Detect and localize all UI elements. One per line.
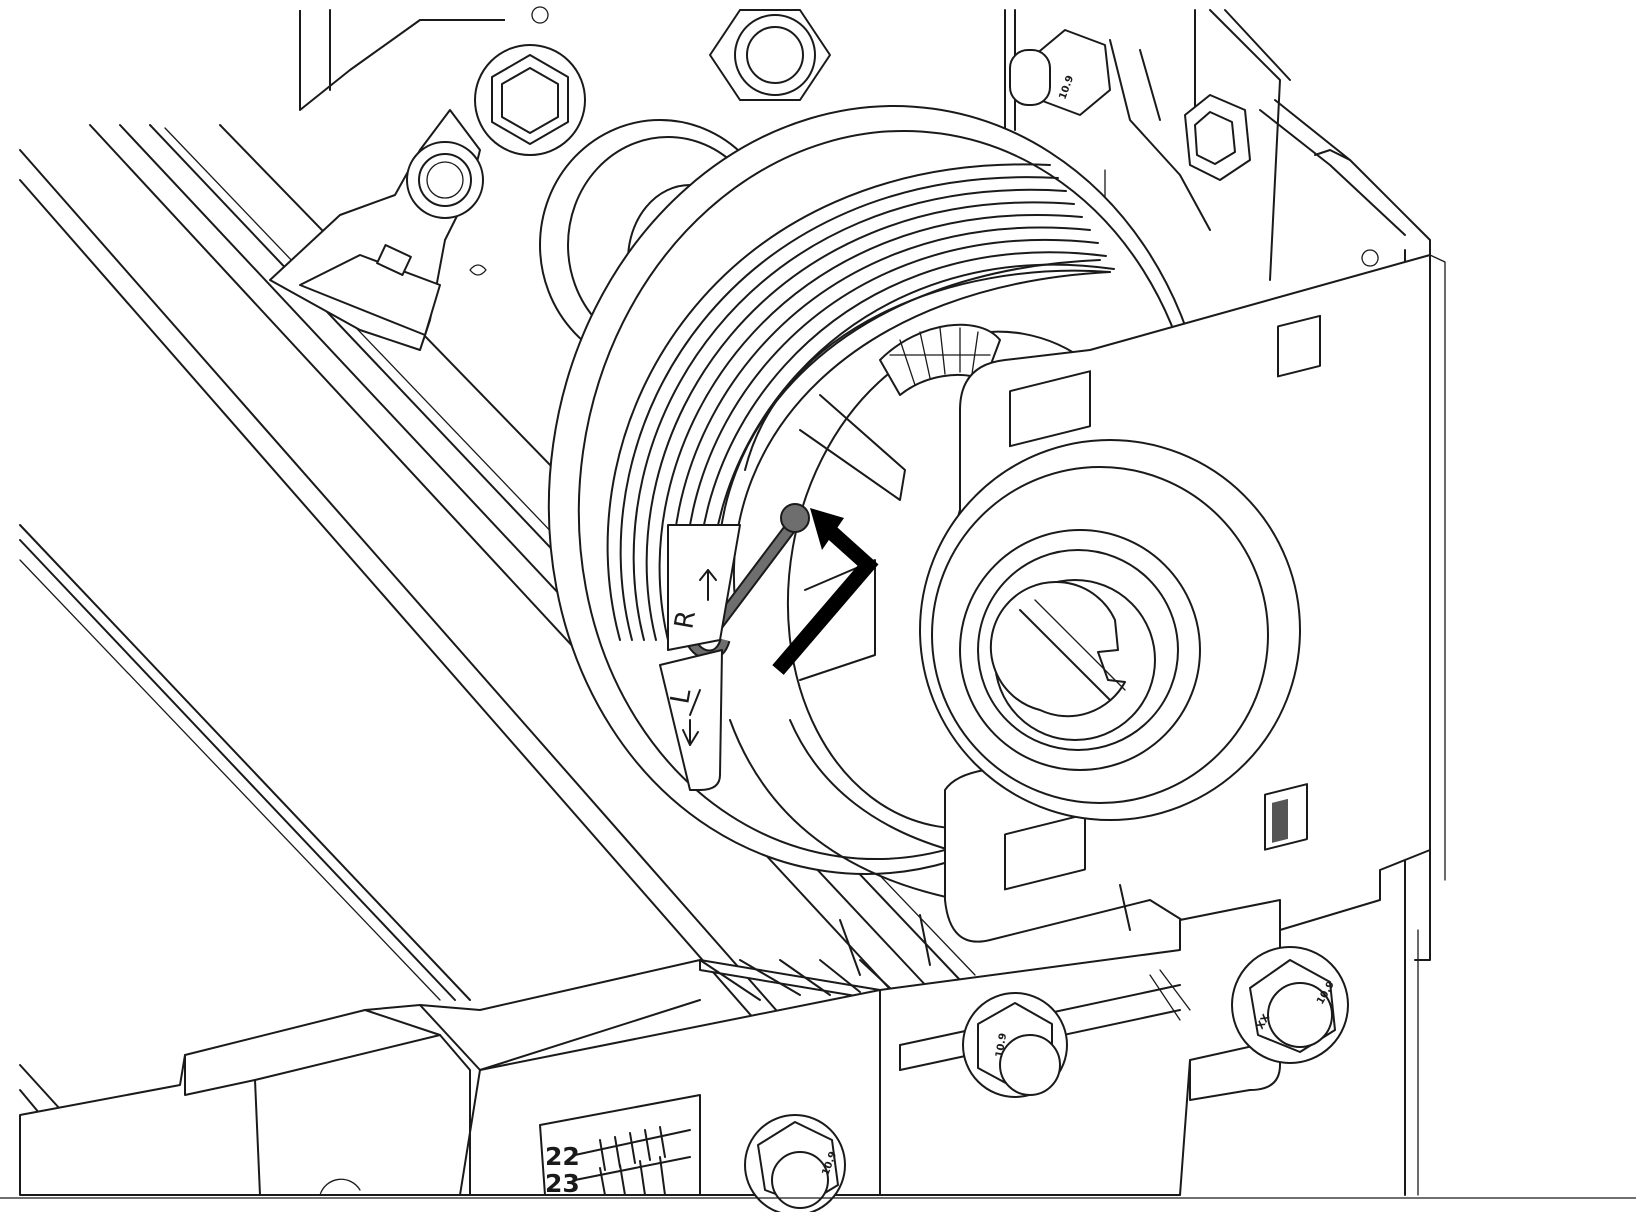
left-direction-tab: L [659, 649, 723, 791]
direction-arrow [772, 508, 879, 675]
flange-nut-right: XX 10.9 [1231, 946, 1349, 1064]
hex-bolt-top-left [474, 44, 586, 156]
cable-guide-ribs [699, 959, 891, 1001]
flange-bolt-bottom: 10.9 [744, 1114, 846, 1212]
flange-bolt-center: 10.9 [962, 992, 1068, 1098]
scale-plate: 22 23 [539, 1094, 701, 1198]
nut-top-center [709, 9, 831, 101]
bolt-grade-code: 10.9 [994, 1032, 1009, 1058]
left-label: L [665, 686, 697, 706]
right-label: R [669, 608, 702, 631]
right-direction-tab: R [667, 524, 741, 651]
upper-left-bracket [269, 6, 549, 351]
main-bearing [919, 439, 1301, 821]
gear-hub [879, 323, 1001, 396]
scale-number-top: 22 [545, 1142, 580, 1171]
hex-bolt-right-side [1184, 94, 1251, 181]
hex-bolt-top-right: 10.9 [1009, 29, 1111, 116]
scale-number-bottom: 23 [545, 1169, 580, 1198]
